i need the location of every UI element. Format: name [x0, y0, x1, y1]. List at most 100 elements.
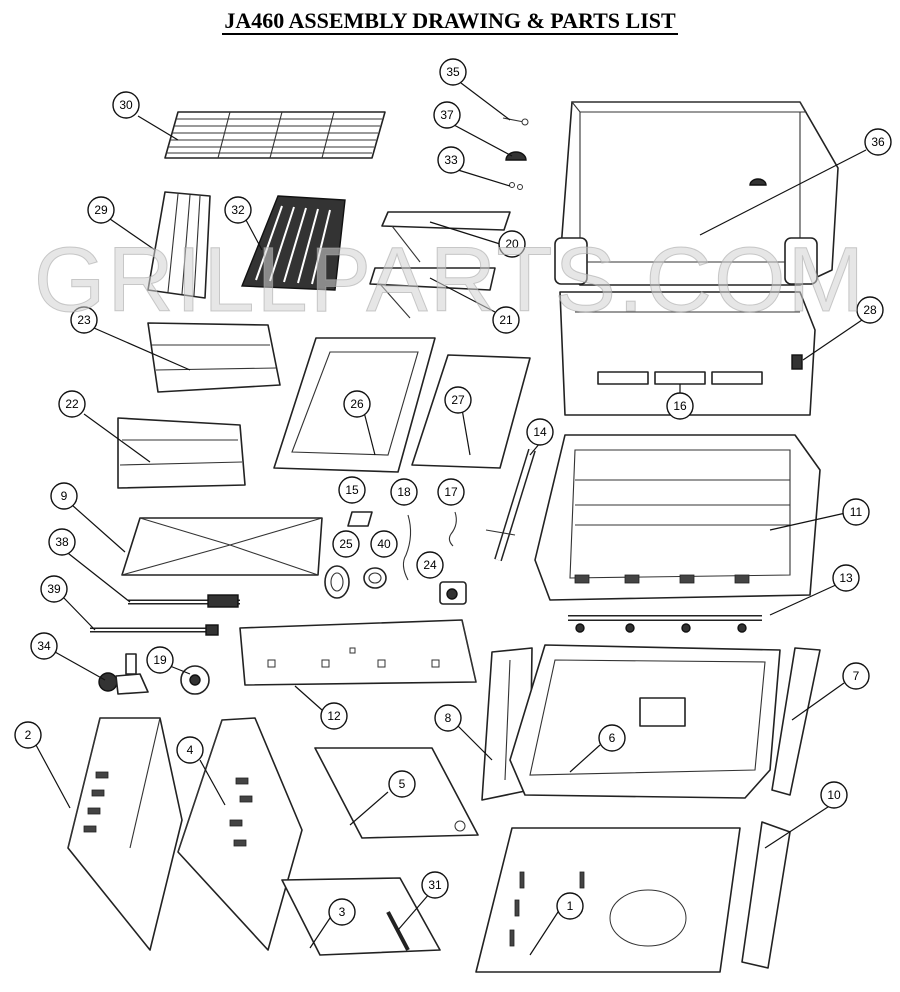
callout-3: 3 [328, 898, 356, 926]
drip-pan [411, 354, 531, 469]
callout-10: 10 [820, 781, 848, 809]
callout-2: 2 [14, 721, 42, 749]
callout-7: 7 [842, 662, 870, 690]
callout-13: 13 [832, 564, 860, 592]
callout-21-label: 21 [499, 313, 513, 327]
callout-11: 11 [842, 498, 870, 526]
callout-19: 19 [146, 646, 174, 674]
page-title: JA460 ASSEMBLY DRAWING & PARTS LIST [0, 8, 900, 35]
callout-20: 20 [498, 230, 526, 258]
grease-tray [121, 517, 323, 576]
callout-31-label: 31 [428, 878, 442, 892]
callout-12: 12 [320, 702, 348, 730]
leader-lines [35, 82, 867, 956]
callout-23: 23 [70, 306, 98, 334]
callout-6-label: 6 [609, 731, 616, 745]
callout-24-label: 24 [423, 558, 437, 572]
callout-30: 30 [112, 91, 140, 119]
callout-3-label: 3 [339, 905, 346, 919]
callout-39: 39 [40, 575, 68, 603]
control-panel [239, 619, 477, 686]
callout-14: 14 [526, 418, 554, 446]
callout-5: 5 [388, 770, 416, 798]
callout-15-label: 15 [345, 483, 359, 497]
callout-28-label: 28 [863, 303, 877, 317]
callout-38: 38 [48, 528, 76, 556]
callout-20-label: 20 [505, 237, 519, 251]
callout-29-label: 29 [94, 203, 108, 217]
callout-1-label: 1 [567, 899, 574, 913]
callout-32: 32 [224, 196, 252, 224]
heat-shield-upper [147, 322, 281, 393]
grill-lid [554, 101, 839, 286]
callout-17-label: 17 [444, 485, 458, 499]
side-brace-right [771, 647, 821, 796]
callout-16: 16 [666, 392, 694, 420]
callout-13-label: 13 [839, 571, 853, 585]
callout-8: 8 [434, 704, 462, 732]
cooking-grid [164, 111, 386, 159]
callout-34-label: 34 [37, 639, 51, 653]
callout-32-label: 32 [231, 203, 245, 217]
cart-side-left [67, 717, 183, 951]
callout-25: 25 [332, 530, 360, 558]
callout-35-label: 35 [446, 65, 460, 79]
callout-29: 29 [87, 196, 115, 224]
callout-15: 15 [338, 476, 366, 504]
callout-28: 28 [856, 296, 884, 324]
callout-33: 33 [437, 146, 465, 174]
callout-11-label: 11 [850, 505, 863, 519]
callout-36: 36 [864, 128, 892, 156]
callout-18-label: 18 [397, 485, 411, 499]
callout-8-label: 8 [445, 711, 452, 725]
callout-21: 21 [492, 306, 520, 334]
small-parts [324, 511, 467, 605]
firebox [534, 434, 821, 601]
callout-5-label: 5 [399, 777, 406, 791]
cart-base [475, 827, 741, 973]
callout-26: 26 [343, 390, 371, 418]
callout-6: 6 [598, 724, 626, 752]
callout-30-label: 30 [119, 98, 133, 112]
callout-37-label: 37 [440, 108, 454, 122]
cast-iron-grate [240, 195, 346, 291]
callout-39-label: 39 [47, 582, 61, 596]
trim-bar [741, 821, 791, 969]
callout-27: 27 [444, 386, 472, 414]
callout-40-label: 40 [377, 537, 391, 551]
callout-34: 34 [30, 632, 58, 660]
callout-4-label: 4 [187, 743, 194, 757]
callout-16-label: 16 [673, 399, 687, 413]
callout-4: 4 [176, 736, 204, 764]
callout-31: 31 [421, 871, 449, 899]
hose-38 [128, 594, 240, 608]
cart-frame [509, 644, 781, 799]
callout-26-label: 26 [350, 397, 364, 411]
heat-shield-lower [117, 417, 246, 489]
hose-39 [90, 624, 219, 636]
callout-22-label: 22 [65, 397, 79, 411]
callout-33-label: 33 [444, 153, 458, 167]
callout-24: 24 [416, 551, 444, 579]
callout-37: 37 [433, 101, 461, 129]
callout-18: 18 [390, 478, 418, 506]
cart-door [281, 877, 441, 956]
deflector-lower [369, 267, 496, 319]
callout-9-label: 9 [61, 489, 68, 503]
callout-27-label: 27 [451, 393, 465, 407]
regulator [98, 653, 149, 695]
callout-1: 1 [556, 892, 584, 920]
callout-7-label: 7 [853, 669, 860, 683]
callout-22: 22 [58, 390, 86, 418]
callout-38-label: 38 [55, 535, 69, 549]
burner-tube [485, 448, 536, 562]
callout-23-label: 23 [77, 313, 91, 327]
firebox-rear [559, 291, 816, 416]
callout-36-label: 36 [871, 135, 885, 149]
callout-25-label: 25 [339, 537, 353, 551]
callout-9: 9 [50, 482, 78, 510]
heat-plates [147, 191, 211, 299]
deflector-upper [381, 211, 511, 263]
callout-19-label: 19 [153, 653, 167, 667]
